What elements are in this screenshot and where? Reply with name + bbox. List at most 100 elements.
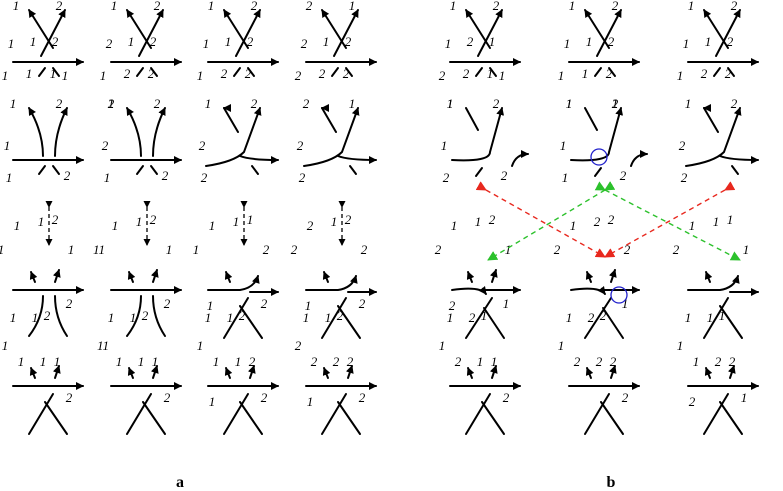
b-col2-r2-upper-left [584,107,598,131]
b-col2-r3-label-2: 2 [594,214,601,229]
b-col2-r1-strand-up-left [584,9,610,49]
a-col1-r2-label-2: 2 [56,96,63,111]
b-col1-r4-label-8: 2 [503,390,510,405]
b-col3-r4-label-5: 1 [693,354,700,369]
b-col2-r1-label-6: 1 [558,68,565,83]
a-col1-r1-label-5: 2 [52,34,59,49]
b-col1-r3-label-2: 1 [475,214,482,229]
b-col1-r1-label-5: 1 [489,34,496,49]
b-col1-r3-label-1: 1 [451,218,458,233]
b-col1-r3-short-up-right [489,269,498,283]
a-col1-r3-label-3: 2 [52,212,59,227]
circle-bottom [610,286,628,304]
circle-top [590,148,608,166]
b-col3-r4-cross-a [703,393,729,435]
a-col3-r1-label-6: 1 [197,68,204,83]
b-col3-r1-label-2: 2 [731,0,738,13]
a-col1-r2-arc-right [54,107,68,157]
a-col3-r3-cross-b [239,305,263,339]
highlight-circles [590,148,628,304]
vertical-move-arrows [45,201,346,246]
b-col1-r4-short-up-left [466,367,475,379]
b-col3-r2-label-4: 2 [681,170,688,185]
b-col3-r2-arrow-right [719,155,759,164]
a-col2-r3-label-5: 1 [166,242,173,257]
a-col2-r3-label-1: 1 [112,218,119,233]
a-col4-r3-cross-b [337,305,361,339]
b-col1-r2-label-1: 1 [447,96,454,111]
a-col4-r2-upper-left-stub [321,107,337,133]
b-col3-r2-undercross-right [731,165,739,175]
b-col2-r1-label-3: 1 [564,36,571,51]
a-col3-r4-label-2: 1 [227,310,234,325]
b-col1-r4-label-7: 1 [491,354,498,369]
a-col1-r3-label-5: 1 [68,242,75,257]
b-col3-r4-label-6: 2 [715,354,722,369]
a-col3-r3-label-6: 2 [261,296,268,311]
b-col2-r4-cross-b [600,401,624,435]
b-col3-r4-cross-b [719,401,743,435]
a-col3-r3-short-up-left [224,271,233,283]
a-col4-r4-label-5: 2 [311,354,318,369]
a-col1-r2-label-3: 1 [4,138,11,153]
a-col2-r2-undercross-lower-left [136,165,144,175]
b-col2-r2-label-2: 2 [612,96,619,111]
a-col2-r1-label-1: 1 [111,0,118,13]
b-col1-r1-strand-up-left [465,9,491,49]
b-col3-r3-cross-b [719,305,743,339]
b-col1-r2-label-5: 2 [501,168,508,183]
a-col3-r1-label-7: 2 [221,66,228,81]
b-col2-r4-label-4: 1 [558,338,565,353]
a-col2-r3-arc-left [126,295,142,337]
a-col2-r1-label-4: 1 [128,34,135,49]
a-col4-r2-label-2: 1 [349,96,356,111]
a-col3-r1-label-4: 1 [225,34,232,49]
a-col4-r3-label-1: 2 [307,218,314,233]
a-col1-r1-label-7: 1 [26,66,33,81]
b-col3-r3-short-up-left [704,271,713,283]
a-col1-r2-arc-left [28,107,44,157]
a-col4-r4-label-4: 2 [295,338,302,353]
b-col2-r3-short-up-left [585,271,594,283]
a-col1-r1-undercross-lower-right [52,67,60,77]
a-col4-r1-label-1: 2 [306,0,313,13]
b-col1-r4-label-1: 1 [447,310,454,325]
a-col1-r2-undercross-lower-left [38,165,46,175]
a-col1-r4-label-3: 2 [44,308,51,323]
b-col1-r1-label-9: 1 [499,68,506,83]
a-col1-r3-label-1: 1 [14,218,21,233]
b-col1-r1-strand-up-right [477,9,503,57]
a-col3-r3-label-7: 1 [207,298,214,313]
a-col1-r4-cross-a [28,393,54,435]
b-col3-r3-label-4: 2 [673,242,680,257]
b-col3-r3-label-5: 1 [743,242,750,257]
b-col3-r2-merge-up [685,107,742,167]
a-col2-r1-label-3: 2 [106,36,113,51]
a-col2-r3-arc-right [152,295,166,337]
a-col4-r3-short-up-left [322,271,331,283]
b-col3-r2-label-1: 1 [685,96,692,111]
a-col4-r1-strand-up-right [333,9,359,57]
a-col4-r4-label-3: 2 [337,308,344,323]
b-col2-r4-label-3: 2 [600,308,607,323]
a-col1-r3-label-6: 2 [66,296,73,311]
b-col3-r3-label-2: 1 [713,214,720,229]
a-col1-r2-label-4: 1 [6,170,13,185]
a-col1-r1-label-3: 1 [8,36,15,51]
b-col3-r4-label-8: 1 [741,390,748,405]
b-col3-r1-label-7: 2 [701,66,708,81]
a-col2-r4-cross-b [142,401,166,435]
b-col1-r3-label-3: 2 [489,212,496,227]
b-col1-r2-label-4: 2 [443,170,450,185]
b-col2-r2-label-3: 1 [560,138,567,153]
a-col2-r1-strand-up-left [126,9,152,49]
a-col3-r3-cross-a [223,297,249,339]
b-col2-r2-label-5: 2 [620,168,627,183]
b-col1-r4-label-4: 1 [439,338,446,353]
b-col1-r1-label-8: 1 [487,66,494,81]
b-col1-r1-label-3: 1 [445,36,452,51]
a-col2-r1-label-5: 2 [150,34,157,49]
a-col4-r3-cross-a [321,297,347,339]
b-col2-r3-cross-a [584,297,612,339]
a-col1-r3-label-4: 1 [0,242,4,257]
